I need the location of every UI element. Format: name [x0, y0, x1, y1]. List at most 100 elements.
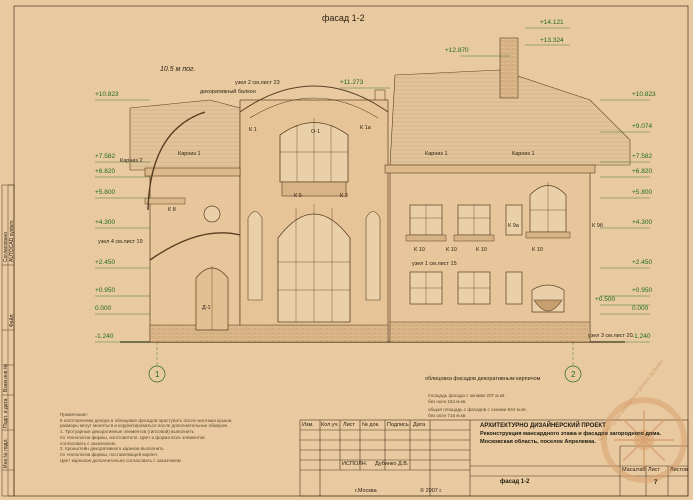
notes-line: согласовать с заказчиком.: [60, 440, 117, 446]
level-right: +0.500: [595, 296, 616, 303]
notes-line: 1. Тротуарные декоративные элементов (ги…: [60, 429, 194, 435]
scale-note: 10.5 м пог.: [160, 66, 196, 73]
level-left: +0.950: [95, 287, 116, 294]
stamp-replace: Взам.инв.№: [3, 363, 9, 392]
tb-author: Дубинко Д.В.: [375, 461, 409, 467]
level-right: +7.582: [632, 153, 653, 160]
level-left: 0.000: [95, 305, 112, 312]
tb-role: ИСПОЛН.: [342, 461, 368, 467]
tb-header: Кол.уч.: [321, 422, 340, 428]
sheet-title: фасад 1-2: [322, 13, 365, 23]
level-left: +2.450: [95, 259, 116, 266]
label-k9b: К 9б: [592, 223, 603, 229]
axis-2-bubble: [564, 365, 582, 383]
level-lines-left: [95, 99, 150, 343]
roof-left: [129, 99, 241, 171]
level-left: -1.240: [95, 333, 114, 340]
axis-1-bubble: [148, 365, 166, 383]
level-right: +10.823: [632, 91, 656, 98]
decorative-balcony: [281, 181, 347, 197]
notes-line: размеры могут меняться и корректироватьс…: [60, 423, 229, 429]
notes-line: 2. Кронштейн декоративного карниза выпол…: [60, 446, 164, 452]
label-uzel4: узел 4 см.лист 19: [98, 239, 143, 245]
tb-city: г.Москва: [355, 488, 377, 494]
level-left: +6.820: [95, 168, 116, 175]
notes-heading: Примечание:: [60, 412, 88, 417]
label-k1a: К 1а: [360, 125, 371, 131]
notes-line: К изготовлению декора в облицовке фасадо…: [60, 417, 233, 423]
notes-line: Цвет карнизов дополнительно согласовать …: [60, 457, 181, 463]
studio-seal-watermark: [601, 397, 687, 483]
level-right: 0.000: [632, 305, 649, 312]
level-top: +14.121: [540, 19, 564, 26]
label-k10: К 10: [532, 247, 543, 253]
label-o1: О-1: [311, 129, 321, 135]
tb-header: Лист: [343, 422, 355, 428]
tb-header: Дата: [413, 422, 426, 428]
stamp-autocad: AUTOCAD system: [9, 220, 15, 262]
tb-header: Подпись: [387, 422, 409, 428]
label-uzel3: узел 3 см.лист 20: [588, 333, 633, 339]
level-right: -1.240: [632, 333, 651, 340]
label-k8: К 8: [168, 207, 176, 213]
level-top: +13.324: [540, 37, 564, 44]
tb-col-sheet: Лист: [648, 467, 660, 473]
level-right: +6.820: [632, 168, 653, 175]
label-balcony: декоративный балкон: [200, 89, 256, 95]
area-note: площадь фасада с окнами 207 м.кв.: [428, 393, 506, 398]
area-note: без окон 716 м.кв.: [428, 413, 467, 418]
tb-header: № док.: [362, 422, 380, 428]
tb-header: Изм.: [302, 422, 314, 428]
label-karniz1: Карниз 1: [512, 151, 535, 157]
window-mullions-upper: [410, 182, 566, 235]
tb-col-sheets: Листов: [670, 467, 688, 473]
level-right: +4.300: [632, 219, 653, 226]
label-k3: К 3: [340, 193, 348, 199]
label-karniz1: Карниз 1: [178, 151, 201, 157]
tb-sheet-no: 7: [654, 480, 658, 486]
area-note: общая площадь с фасадов с окнами 844 м.к…: [428, 407, 527, 412]
label-uzel1: узел 1 см.лист 15: [412, 261, 457, 267]
axis-1-label: 1: [155, 370, 160, 379]
level-right: +5.800: [632, 189, 653, 196]
notes-block: Примечание: К изготовлению декора в обли…: [60, 412, 280, 464]
level-left: +5.800: [95, 189, 116, 196]
stamp-inv: Инв.№ подл.: [3, 438, 9, 468]
label-k10: К 10: [446, 247, 457, 253]
axis-2-label: 2: [571, 370, 576, 379]
stamp-sign-date: Подп. и дата: [3, 398, 9, 428]
level-left: +7.582: [95, 153, 116, 160]
chimney: [499, 37, 519, 99]
level-left: +4.300: [95, 219, 116, 226]
tb-project-1: Реконструкция мансардного этажа и фасадо…: [480, 431, 661, 437]
level-right: +2.450: [632, 259, 653, 266]
level-top: +12.870: [445, 47, 469, 54]
label-k10: К 10: [414, 247, 425, 253]
label-karniz1: Карниз 1: [425, 151, 448, 157]
label-karniz2: Карниз 2: [120, 158, 143, 164]
notes-line: по технологии фирмы, изготовителя. Цвет …: [60, 434, 205, 440]
stamp-file: Файл:: [9, 313, 15, 327]
label-k1: К 1: [249, 127, 257, 133]
area-note: без окон 164 м.кв.: [428, 399, 467, 404]
level-right: +9.074: [632, 123, 653, 130]
level-top: +11.273: [340, 79, 364, 86]
tb-sheet-name: фасад 1-2: [500, 479, 530, 485]
label-cladding: облицовка фасадов декоративным кирпичом: [425, 376, 541, 382]
notes-line: по технологии фирмы, поставляющей кирпич…: [60, 452, 159, 458]
label-door: Д-1: [202, 305, 211, 311]
tb-org: АРХИТЕКТУРНО ДИЗАЙНЕРСКИЙ ПРОЕКТ: [480, 423, 606, 429]
tb-project-2: Московская область, поселок Апрелевка.: [480, 439, 596, 445]
label-k9a: К 9а: [508, 223, 519, 229]
label-uzel2: узел 2 см.лист 23: [235, 80, 280, 86]
round-window: [203, 205, 221, 223]
level-left: +10.823: [95, 91, 119, 98]
level-right: +0.950: [632, 287, 653, 294]
label-k5: К 5: [294, 193, 302, 199]
plinth-brick: [389, 321, 591, 343]
level-lines-right: [600, 99, 650, 343]
tb-year: © 2007 г.: [420, 488, 443, 494]
side-stamp-grid: [1, 184, 15, 497]
